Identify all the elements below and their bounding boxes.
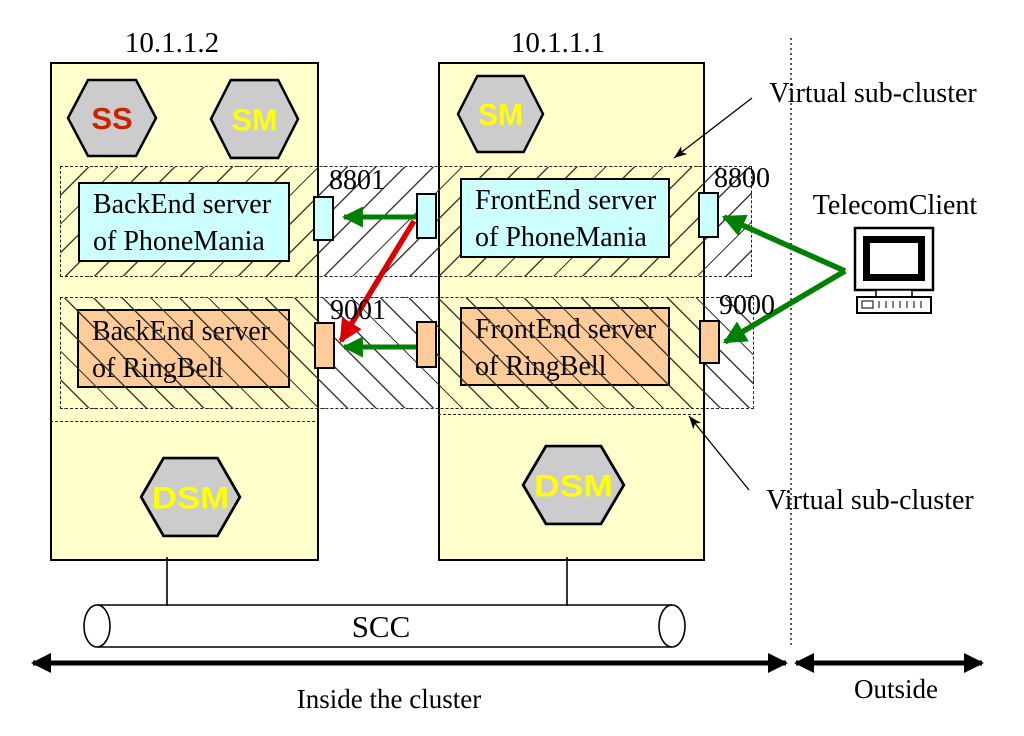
hexagon-shape [66, 78, 158, 158]
port-frontend-phonemania-inner [416, 193, 437, 239]
sm-right-hexagon: SM [456, 74, 545, 154]
port-8800-label: 8800 [714, 163, 770, 194]
hexagon-shape [209, 78, 300, 160]
frontend-phonemania-line2: of PhoneMania [475, 222, 647, 253]
monitor-outline [853, 226, 935, 292]
port-8801-label: 8801 [329, 165, 385, 196]
port-9001 [314, 322, 335, 369]
port-9000-label: 9000 [719, 290, 775, 321]
virtual-subcluster-top-label: Virtual sub-cluster [769, 78, 977, 109]
outside-label: Outside [854, 674, 938, 704]
node-left-ip-label: 10.1.1.2 [124, 27, 220, 59]
ss-hexagon: SS [66, 78, 158, 158]
system-unit [856, 296, 932, 314]
frontend-phonemania-line1: FrontEnd server [475, 185, 657, 216]
port-9001-label: 9001 [330, 295, 386, 326]
dsm-left-hexagon: DSM [139, 456, 242, 538]
monitor-stand [875, 289, 913, 298]
hexagon-shape [521, 444, 626, 526]
backend-phonemania-server: BackEnd server of PhoneMania [78, 182, 290, 262]
dsm-right-label: DSM [534, 469, 613, 504]
dsm-left-label: DSM [152, 481, 229, 516]
telecom-client-label: TelecomClient [812, 190, 978, 221]
port-8800 [698, 192, 719, 238]
sm-left-label: SM [232, 102, 278, 138]
node-right-ip-label: 10.1.1.1 [510, 27, 606, 59]
scc-cylinder-left-cap [83, 604, 111, 648]
port-frontend-ringbell-inner [416, 321, 437, 368]
dsm-right-hexagon: DSM [521, 444, 626, 526]
port-9000 [699, 320, 720, 364]
system-unit-vents [878, 301, 922, 308]
node-right-dashed-line [438, 414, 701, 415]
monitor-screen [870, 243, 918, 274]
backend-phonemania-line2: of PhoneMania [93, 226, 265, 257]
inside-cluster-label: Inside the cluster [296, 684, 482, 714]
scc-cylinder-right-cap [658, 604, 686, 648]
virtual-subcluster-bottom-label: Virtual sub-cluster [766, 485, 974, 516]
sm-left-hexagon: SM [209, 78, 300, 160]
system-unit-slot [861, 300, 874, 309]
sm-right-label: SM [478, 98, 523, 133]
hexagon-shape [456, 74, 545, 154]
frontend-phonemania-server: FrontEnd server of PhoneMania [460, 178, 670, 258]
monitor-bezel [863, 236, 925, 281]
port-8801 [313, 196, 334, 241]
hexagon-shape [139, 456, 242, 538]
ss-label: SS [91, 101, 132, 136]
scc-label: SCC [351, 609, 411, 644]
backend-phonemania-line1: BackEnd server [93, 189, 272, 220]
node-left-dashed-line [50, 421, 315, 422]
telecom-client-icon [853, 226, 935, 314]
